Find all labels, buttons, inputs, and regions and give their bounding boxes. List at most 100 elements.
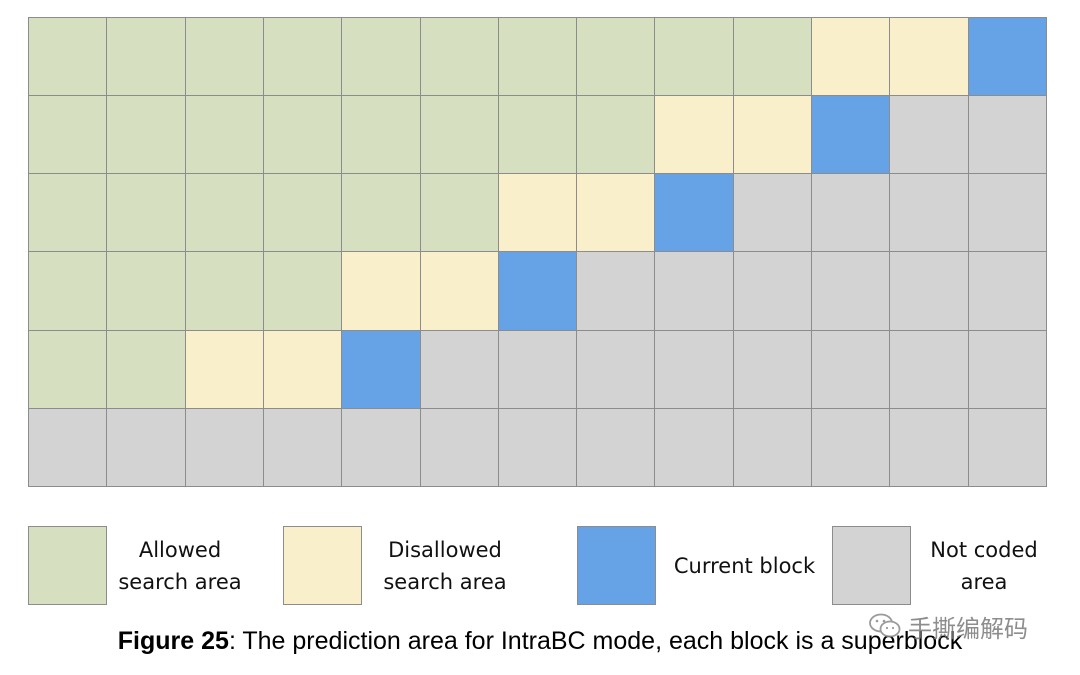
grid-cell-disallowed <box>498 174 578 253</box>
watermark-text: 手撕编解码 <box>908 614 1028 643</box>
grid-cell-allowed <box>107 174 186 253</box>
figure-caption-text: : The prediction area for IntraBC mode, … <box>228 627 963 655</box>
superblock-grid <box>28 17 1047 487</box>
grid-cell-notcoded <box>890 408 969 487</box>
grid-cell-disallowed <box>655 96 734 175</box>
grid-cell-allowed <box>342 18 421 97</box>
grid-cell-allowed <box>107 18 186 97</box>
grid-cell-notcoded <box>185 408 264 487</box>
grid-cell-allowed <box>185 96 264 175</box>
legend-swatch-allowed <box>28 526 107 605</box>
grid-cell-allowed <box>498 96 578 175</box>
grid-cell-notcoded <box>577 252 656 331</box>
wechat-icon <box>869 613 901 638</box>
grid-cell-allowed <box>733 18 813 97</box>
grid-cell-disallowed <box>577 174 656 253</box>
grid-cell-notcoded <box>968 252 1047 331</box>
grid-cell-notcoded <box>733 408 813 487</box>
grid-cell-notcoded <box>655 330 734 409</box>
grid-cell-notcoded <box>968 96 1047 175</box>
grid-cell-notcoded <box>812 330 891 409</box>
legend-label-notcoded: Not coded area <box>918 534 1050 598</box>
grid-cell-notcoded <box>498 330 578 409</box>
grid-cell-allowed <box>107 330 186 409</box>
figure-caption-label: Figure 25 <box>117 627 229 655</box>
grid-cell-allowed <box>577 96 656 175</box>
grid-cell-allowed <box>342 96 421 175</box>
grid-cell-notcoded <box>420 408 499 487</box>
grid-cell-current <box>498 252 578 331</box>
grid-cell-notcoded <box>968 174 1047 253</box>
grid-cell-allowed <box>420 18 499 97</box>
legend-label-allowed: Allowed search area <box>110 534 250 598</box>
grid-cell-notcoded <box>655 252 734 331</box>
legend-label-disallowed: Disallowed search area <box>370 534 520 598</box>
grid-cell-notcoded <box>263 408 343 487</box>
grid-cell-disallowed <box>342 252 421 331</box>
grid-cell-allowed <box>420 96 499 175</box>
watermark: 手撕编解码 <box>868 608 1028 644</box>
grid-cell-current <box>968 18 1047 97</box>
grid-cell-allowed <box>107 96 186 175</box>
grid-cell-notcoded <box>733 330 813 409</box>
grid-cell-disallowed <box>812 18 891 97</box>
grid-cell-allowed <box>655 18 734 97</box>
grid-cell-notcoded <box>890 174 969 253</box>
grid-cell-current <box>655 174 734 253</box>
legend-swatch-disallowed <box>283 526 362 605</box>
grid-cell-notcoded <box>498 408 578 487</box>
legend-swatch-notcoded <box>832 526 911 605</box>
legend-label-current: Current block <box>662 550 827 582</box>
grid-cell-notcoded <box>107 408 186 487</box>
grid-cell-notcoded <box>655 408 734 487</box>
grid-cell-notcoded <box>968 408 1047 487</box>
grid-cell-allowed <box>29 252 108 331</box>
grid-cell-notcoded <box>577 330 656 409</box>
grid-cell-current <box>342 330 421 409</box>
grid-cell-allowed <box>29 18 108 97</box>
grid-cell-disallowed <box>263 330 343 409</box>
grid-cell-notcoded <box>29 408 108 487</box>
grid-cell-allowed <box>263 252 343 331</box>
grid-cell-notcoded <box>890 96 969 175</box>
grid-cell-notcoded <box>733 252 813 331</box>
grid-cell-notcoded <box>577 408 656 487</box>
grid-cell-allowed <box>263 96 343 175</box>
grid-cell-allowed <box>29 174 108 253</box>
grid-cell-disallowed <box>890 18 969 97</box>
grid-cell-allowed <box>185 252 264 331</box>
legend-label-disallowed-line2: search area <box>383 570 507 594</box>
legend-label-notcoded-line1: Not coded <box>930 538 1038 562</box>
grid-cell-allowed <box>342 174 421 253</box>
grid-cell-notcoded <box>812 174 891 253</box>
grid-cell-notcoded <box>733 174 813 253</box>
legend-label-disallowed-line1: Disallowed <box>388 538 502 562</box>
grid-cell-allowed <box>185 18 264 97</box>
grid-cell-allowed <box>185 174 264 253</box>
grid-cell-allowed <box>498 18 578 97</box>
figure-caption: Figure 25: The prediction area for Intra… <box>0 627 1080 656</box>
grid-cell-allowed <box>29 96 108 175</box>
grid-cell-allowed <box>107 252 186 331</box>
grid-cell-notcoded <box>968 330 1047 409</box>
grid-cell-disallowed <box>733 96 813 175</box>
grid-cell-disallowed <box>185 330 264 409</box>
grid-cell-notcoded <box>890 330 969 409</box>
grid-cell-allowed <box>420 174 499 253</box>
legend-swatch-current <box>577 526 656 605</box>
grid-cell-notcoded <box>420 330 499 409</box>
grid-cell-allowed <box>577 18 656 97</box>
grid-cell-notcoded <box>812 252 891 331</box>
grid-cell-notcoded <box>342 408 421 487</box>
legend-label-notcoded-line2: area <box>960 570 1008 594</box>
grid-cell-disallowed <box>420 252 499 331</box>
grid-cell-notcoded <box>812 408 891 487</box>
grid-cell-allowed <box>29 330 108 409</box>
grid-cell-notcoded <box>890 252 969 331</box>
grid-cell-allowed <box>263 18 343 97</box>
legend-label-allowed-line1: Allowed <box>138 538 222 562</box>
grid-cell-allowed <box>263 174 343 253</box>
legend-label-current-line1: Current block <box>673 554 816 578</box>
legend-label-allowed-line2: search area <box>118 570 242 594</box>
grid-cell-current <box>812 96 891 175</box>
